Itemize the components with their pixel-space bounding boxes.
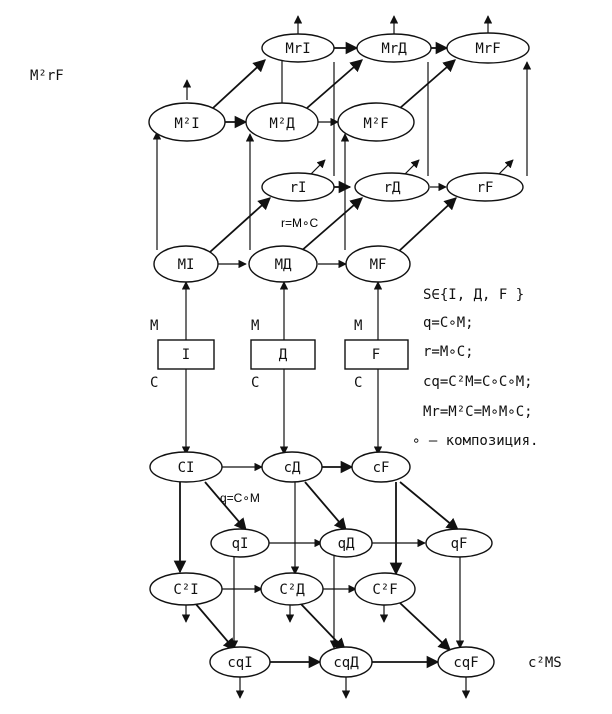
legend-line-1: S∈{I, Д, F } bbox=[423, 287, 524, 303]
node-mf bbox=[345, 245, 411, 283]
box-d-label: Д bbox=[279, 347, 288, 363]
edge-ri-up bbox=[309, 159, 326, 176]
node-m2i bbox=[148, 102, 226, 142]
node-mrf-label: MrF bbox=[475, 41, 500, 57]
box-f-m-label: M bbox=[354, 318, 362, 334]
edge-mf-rf bbox=[397, 197, 457, 253]
legend-line-2: q=C∘M; bbox=[423, 315, 474, 331]
corner-label-top: M²rF bbox=[30, 68, 64, 84]
node-md-label: MД bbox=[275, 257, 292, 273]
box-f-c-label: C bbox=[354, 375, 362, 391]
node-ri-label: rI bbox=[290, 180, 307, 196]
node-ri bbox=[261, 172, 335, 202]
node-c2i-label: C²I bbox=[173, 582, 198, 598]
node-c2d bbox=[260, 572, 324, 606]
edge-m2i-mri bbox=[212, 59, 266, 109]
edge-mi-ri bbox=[209, 197, 271, 253]
annotations: M²rF c²MS r=M∘C q=C∘M M M M C C C bbox=[30, 68, 562, 671]
box-i bbox=[157, 339, 215, 370]
node-md bbox=[248, 245, 318, 283]
node-m2i-label: M²I bbox=[174, 116, 199, 132]
node-m2f-label: M²F bbox=[363, 116, 388, 132]
node-m2d-label: M²Д bbox=[269, 116, 295, 132]
node-qi-label: qI bbox=[232, 536, 249, 552]
edge-c2f-cqf bbox=[399, 602, 451, 651]
edge-c2d-cqd bbox=[299, 602, 346, 651]
node-mi-label: MI bbox=[178, 257, 195, 273]
node-mri bbox=[261, 33, 335, 63]
edge-c2i-cqi bbox=[194, 602, 236, 651]
box-d-m-label: M bbox=[251, 318, 259, 334]
box-f-label: F bbox=[372, 347, 380, 363]
node-cqf-label: cqF bbox=[453, 655, 478, 671]
node-rf-label: rF bbox=[477, 180, 494, 196]
node-cqf bbox=[437, 646, 495, 678]
node-mf-label: MF bbox=[370, 257, 387, 273]
q-definition: q=C∘M bbox=[220, 491, 260, 505]
nodes: MrI MrД MrF M²I M²Д M²F rI rД rF MI MД M… bbox=[148, 32, 530, 678]
node-cqd-label: cqД bbox=[333, 655, 359, 671]
node-mrd-label: MrД bbox=[381, 41, 407, 57]
node-cd bbox=[261, 451, 323, 483]
box-i-label: I bbox=[182, 347, 190, 363]
node-cd-label: cД bbox=[284, 460, 301, 476]
node-ci-label: CI bbox=[178, 460, 195, 476]
node-c2f-label: C²F bbox=[372, 582, 397, 598]
node-cf bbox=[351, 451, 411, 483]
box-i-m-label: M bbox=[150, 318, 158, 334]
node-rd bbox=[354, 172, 430, 202]
legend-line-3: r=M∘C; bbox=[423, 344, 474, 360]
legend: S∈{I, Д, F } q=C∘M; r=M∘C; cq=C²M=C∘C∘M;… bbox=[412, 287, 538, 449]
node-m2f bbox=[337, 102, 415, 142]
corner-label-bottom: c²MS bbox=[528, 655, 562, 671]
node-m2d bbox=[245, 102, 319, 142]
legend-line-6: ∘ – композиция. bbox=[412, 433, 538, 449]
box-d bbox=[250, 339, 316, 370]
node-c2d-label: C²Д bbox=[279, 582, 305, 598]
node-c2f bbox=[354, 572, 416, 606]
box-f bbox=[344, 339, 409, 370]
node-qd bbox=[319, 528, 373, 558]
node-mrf bbox=[446, 32, 530, 64]
edge-rf-up bbox=[497, 159, 514, 176]
node-mri-label: MrI bbox=[285, 41, 310, 57]
edge-rd-up bbox=[403, 159, 420, 176]
edge-cd-qd bbox=[304, 481, 347, 531]
node-rf bbox=[446, 172, 524, 202]
edge-ci-qi bbox=[204, 481, 247, 531]
legend-line-4: cq=C²M=C∘C∘M; bbox=[423, 374, 533, 390]
node-c2i bbox=[149, 572, 223, 606]
node-qd-label: qД bbox=[338, 536, 355, 552]
node-rd-label: rД bbox=[384, 180, 401, 196]
edge-md-rd bbox=[299, 197, 363, 253]
node-qf-label: qF bbox=[451, 536, 468, 552]
node-cf-label: cF bbox=[373, 460, 390, 476]
r-definition: r=M∘C bbox=[281, 216, 319, 230]
node-mrd bbox=[356, 33, 432, 63]
node-qi bbox=[210, 528, 270, 558]
node-ci bbox=[149, 451, 223, 483]
node-cqi-label: cqI bbox=[227, 655, 252, 671]
node-cqd bbox=[319, 646, 373, 678]
box-i-c-label: C bbox=[150, 375, 158, 391]
node-cqi bbox=[209, 646, 271, 678]
node-mi bbox=[153, 245, 219, 283]
legend-line-5: Mr=M²C=M∘M∘C; bbox=[423, 404, 533, 420]
edges bbox=[152, 15, 532, 699]
node-qf bbox=[425, 528, 493, 558]
edge-cf-qf bbox=[399, 481, 459, 531]
box-d-c-label: C bbox=[251, 375, 259, 391]
